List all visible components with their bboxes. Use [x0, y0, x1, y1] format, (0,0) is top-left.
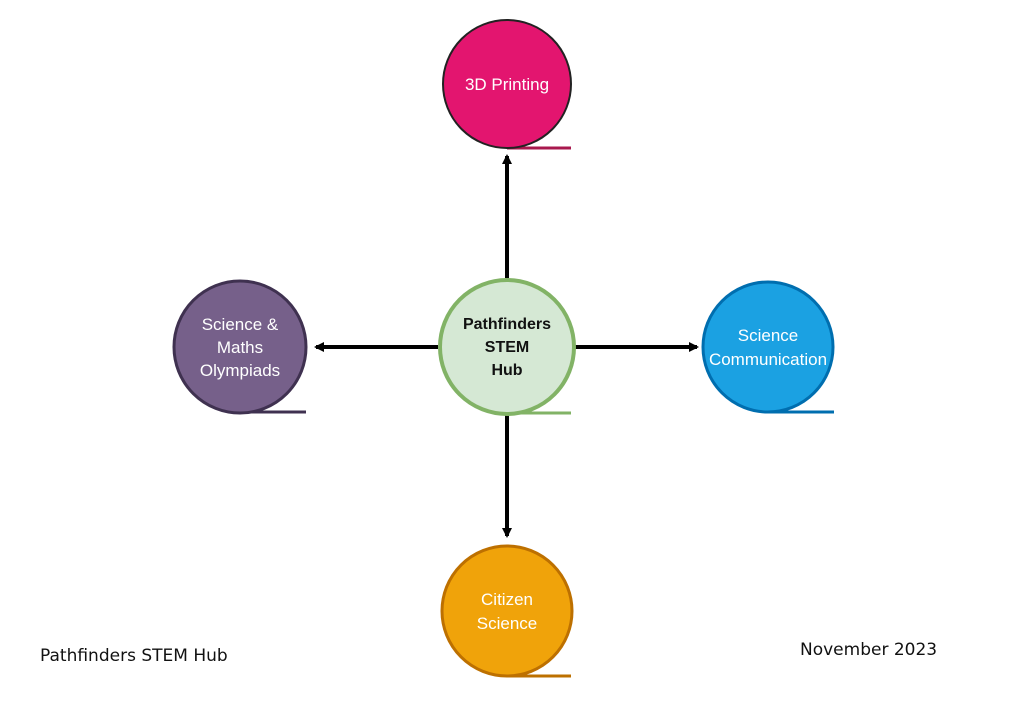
hub-node: Pathfinders STEM Hub — [438, 278, 576, 416]
node-circle — [442, 19, 572, 149]
node-3d-printing: 3D Printing — [442, 19, 572, 150]
node-citizen-science: Citizen Science — [440, 544, 574, 678]
hub-label-line-2: STEM — [485, 339, 529, 356]
node-olympiads: Science & Maths Olympiads — [172, 279, 308, 415]
hub-label-line-3: Hub — [491, 362, 522, 379]
node-label-line-2: Science — [477, 614, 537, 633]
node-label: 3D Printing — [465, 75, 549, 94]
node-label-line-1: Science & — [202, 315, 279, 334]
footer-organization: Pathfinders STEM Hub — [40, 646, 228, 666]
node-circle — [172, 279, 308, 415]
node-label-line-3: Olympiads — [200, 361, 280, 380]
hub-label-line-1: Pathfinders — [463, 316, 551, 333]
node-label-line-1: Science — [738, 326, 798, 345]
node-science-communication: Science Communication — [701, 280, 835, 414]
node-label-line-2: Communication — [709, 350, 827, 369]
node-label-line-1: Citizen — [481, 590, 533, 609]
node-circle — [701, 280, 835, 414]
hub-circle — [438, 278, 576, 416]
node-label-line-2: Maths — [217, 338, 263, 357]
node-circle — [440, 544, 574, 678]
connectors — [314, 154, 699, 538]
footer-date: November 2023 — [800, 640, 938, 660]
